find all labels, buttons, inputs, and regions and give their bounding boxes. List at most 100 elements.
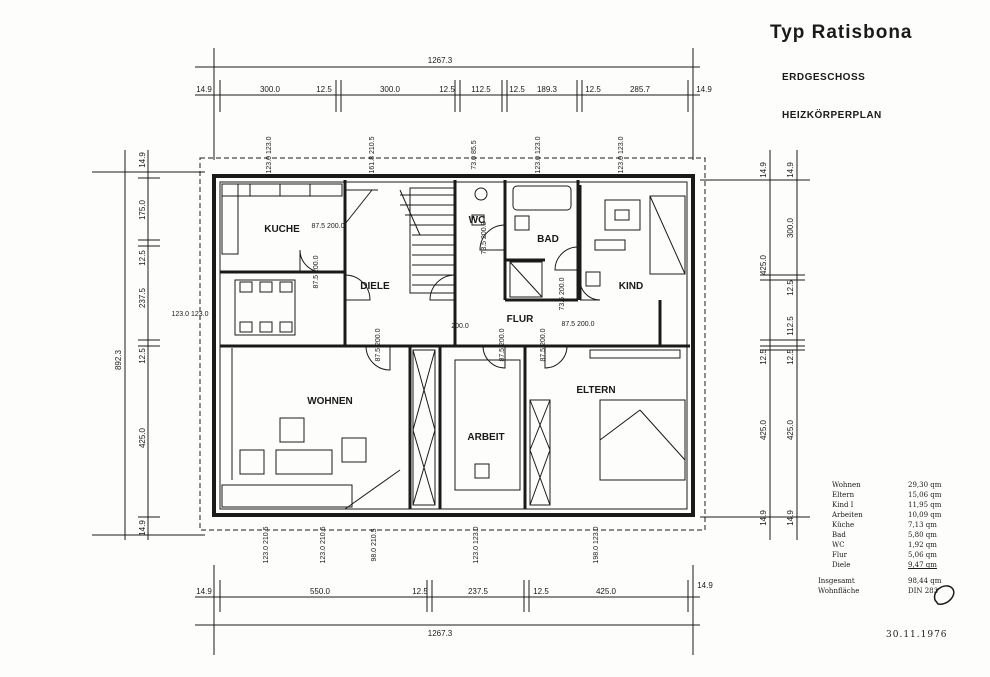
door-wohnen: 87.5 200.0 xyxy=(375,328,382,361)
top-dim-4: 12.5 xyxy=(439,85,455,94)
top-dim-9: 285.7 xyxy=(630,85,651,94)
bottom-dimension-chain xyxy=(195,565,700,655)
top-dim-6: 12.5 xyxy=(509,85,525,94)
bottom-dim-0: 14.9 xyxy=(196,587,212,596)
room-label-diele: DIELE xyxy=(360,281,390,292)
door-eltern: 87.5 200.0 xyxy=(540,328,547,361)
left-dim-5: 425.0 xyxy=(138,427,147,448)
bottom-dim-2: 12.5 xyxy=(412,587,428,596)
room-label-wc: WC xyxy=(469,215,486,226)
right-outer-dim-4: 12.5 xyxy=(786,349,795,365)
opening-bottom-wohnen-b: 123.0 210.5 xyxy=(320,526,327,563)
right-dimension-chain xyxy=(700,150,810,540)
right-inner-dim-3: 425.0 xyxy=(759,419,768,440)
opening-bottom-arbeit: 123.0 123.0 xyxy=(473,526,480,563)
door-bad: 73.5 200.0 xyxy=(559,277,566,310)
top-dimension-chain xyxy=(195,48,700,160)
living-furniture xyxy=(221,348,367,508)
bottom-dim-3: 237.5 xyxy=(468,587,489,596)
right-outer-dim-5: 425.0 xyxy=(786,419,795,440)
room-label-flur: FLUR xyxy=(507,314,534,325)
kitchen-counter xyxy=(221,183,343,255)
opening-top-kind: 123.0 123.0 xyxy=(618,136,625,173)
top-dim-0: 14.9 xyxy=(196,85,212,94)
opening-top-diele: 161.8 210.5 xyxy=(369,136,376,173)
opening-top-kuche: 123.0 123.0 xyxy=(266,136,273,173)
top-dim-8: 12.5 xyxy=(585,85,601,94)
room-label-eltern: ELTERN xyxy=(576,385,615,396)
door-kind: 87.5 200.0 xyxy=(561,321,594,328)
opening-bottom-eltern: 198.0 123.0 xyxy=(593,526,600,563)
wc-fixtures xyxy=(471,187,488,226)
staircase xyxy=(399,187,456,294)
top-dim-3: 300.0 xyxy=(380,85,401,94)
left-dim-4: 12.5 xyxy=(138,348,147,364)
bottom-total-dim: 1267.3 xyxy=(428,629,453,638)
drawing-date: 30.11.1976 xyxy=(886,630,948,640)
room-label-wohnen: WOHNEN xyxy=(307,396,353,407)
right-outer-dim-0: 14.9 xyxy=(786,162,795,178)
opening-bottom-wohnen-a: 123.0 210.5 xyxy=(263,526,270,563)
room-label-arbeit: ARBEIT xyxy=(467,432,504,443)
built-in-cabinet xyxy=(412,349,436,506)
right-inner-dim-2: 12.5 xyxy=(759,349,768,365)
bathroom-fixtures xyxy=(509,185,572,298)
left-dim-6: 14.9 xyxy=(138,520,147,536)
door-kuche-a: 87.5 200.0 xyxy=(311,223,344,230)
right-outer-dim-3: 112.5 xyxy=(786,316,795,336)
right-outer-dim-6: 14.9 xyxy=(786,510,795,526)
right-inner-dim-0: 14.9 xyxy=(759,162,768,178)
bottom-dim-4: 12.5 xyxy=(533,587,549,596)
opening-bottom-wohnen-c: 98.0 210.5 xyxy=(371,528,378,561)
top-dim-5: 112.5 xyxy=(471,85,491,94)
left-dim-1: 175.0 xyxy=(138,199,147,220)
left-dim-2: 12.5 xyxy=(138,250,147,266)
top-dim-2: 12.5 xyxy=(316,85,332,94)
opening-top-bad: 123.0 123.0 xyxy=(535,136,542,173)
door-kuche-b: 87.5 200.0 xyxy=(313,255,320,288)
room-labels: KUCHE DIELE WC BAD KIND FLUR WOHNEN ARBE… xyxy=(264,215,643,443)
eltern-furniture xyxy=(529,349,686,506)
right-inner-dim-4: 14.9 xyxy=(759,510,768,526)
door-wc: 73.5 200.0 xyxy=(481,221,488,254)
dining-table xyxy=(234,279,296,336)
left-dim-3: 237.5 xyxy=(138,287,147,308)
drawing-title: Typ Ratisbona xyxy=(770,22,913,43)
arbeit-furniture xyxy=(454,359,521,491)
top-dim-7: 189.3 xyxy=(537,85,558,94)
room-label-kuche: KUCHE xyxy=(264,224,300,235)
left-dim-0: 14.9 xyxy=(138,152,147,168)
bottom-dim-6: 14.9 xyxy=(697,581,713,590)
dimension-labels: 1267.3 1267.3 14.9 300.0 12.5 300.0 12.5… xyxy=(114,56,795,638)
right-inner-dim-1: 425.0 xyxy=(759,254,768,275)
bottom-dim-5: 425.0 xyxy=(596,587,617,596)
room-label-bad: BAD xyxy=(537,234,559,245)
door-flur-left: 200.0 xyxy=(451,323,469,330)
opening-top-wc: 73.0 85.5 xyxy=(471,140,478,169)
left-total-dim: 892.3 xyxy=(114,349,123,370)
door-arbeit: 87.5 200.0 xyxy=(499,328,506,361)
left-dimension-chain xyxy=(92,150,205,540)
plan-label: HEIZKÖRPERPLAN xyxy=(782,110,882,121)
right-outer-dim-1: 300.0 xyxy=(786,217,795,238)
top-total-dim: 1267.3 xyxy=(428,56,453,65)
room-label-kind: KIND xyxy=(619,281,643,292)
top-dim-1: 300.0 xyxy=(260,85,281,94)
handwritten-mark xyxy=(933,585,955,605)
bottom-dim-1: 550.0 xyxy=(310,587,331,596)
title-block: Typ Ratisbona ERDGESCHOSS HEIZKÖRPERPLAN xyxy=(770,22,980,121)
floor-label: ERDGESCHOSS xyxy=(782,72,866,83)
